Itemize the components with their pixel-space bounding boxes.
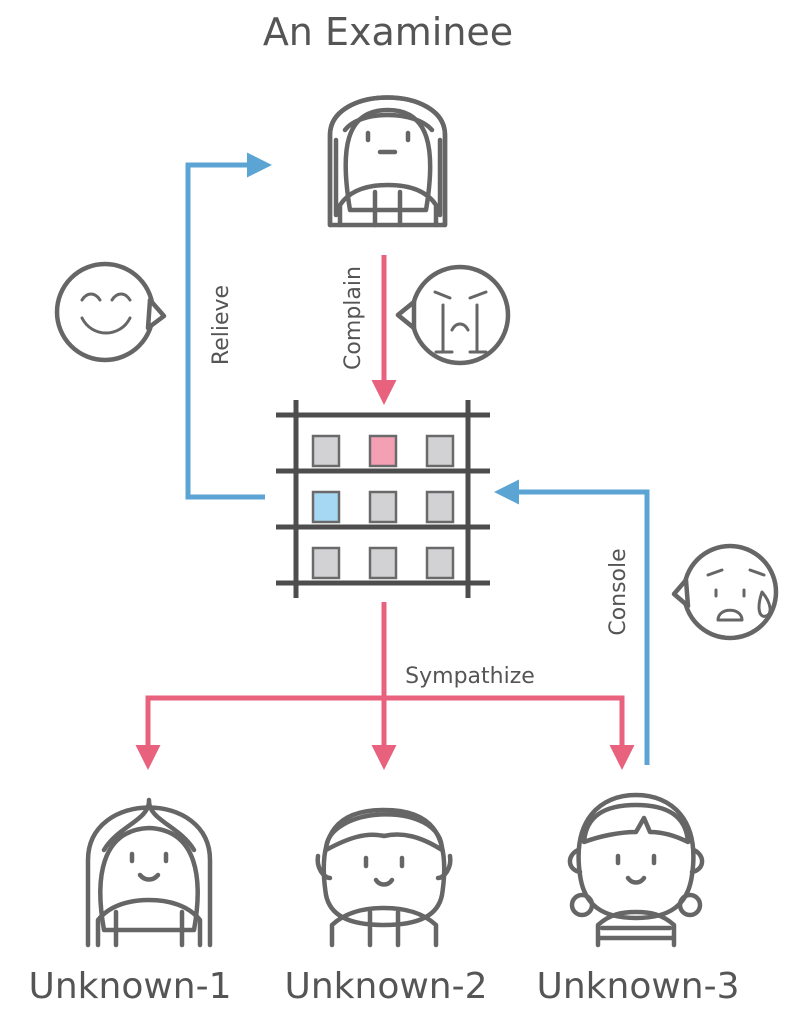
worried-face-bubble-icon — [671, 543, 779, 641]
shelf-grid — [276, 400, 490, 598]
relieve-arrow — [185, 152, 272, 500]
examinee-avatar — [327, 95, 448, 228]
grid-cell-grey — [368, 490, 398, 524]
console-arrow — [494, 479, 650, 765]
unknown-2-label: Unknown-2 — [284, 966, 487, 1007]
console-label: Console — [606, 548, 631, 635]
happy-face-bubble-icon — [54, 261, 167, 363]
grid-cell-pink — [368, 434, 398, 468]
grid-cell-grey — [368, 546, 398, 580]
unknown-3-label: Unknown-3 — [536, 966, 739, 1007]
grid-cells — [311, 434, 455, 580]
grid-cell-grey — [311, 434, 341, 468]
relieve-label: Relieve — [209, 285, 234, 365]
grid-cell-grey — [425, 434, 455, 468]
unknown-2-avatar — [315, 807, 453, 948]
grid-cell-grey — [425, 546, 455, 580]
grid-cell-blue — [311, 490, 341, 524]
unknown-3-avatar — [567, 792, 705, 948]
grid-cell-grey — [425, 490, 455, 524]
unknown-1-label: Unknown-1 — [28, 966, 231, 1007]
diagram-title: An Examinee — [263, 10, 513, 54]
complain-label: Complain — [341, 266, 366, 370]
grid-cell-grey — [311, 546, 341, 580]
unknown-1-avatar — [85, 797, 213, 948]
sympathize-label: Sympathize — [405, 664, 535, 689]
sympathize-branch-left — [135, 695, 384, 770]
crying-face-bubble-icon — [395, 264, 511, 366]
sympathize-branch-right — [384, 695, 635, 770]
